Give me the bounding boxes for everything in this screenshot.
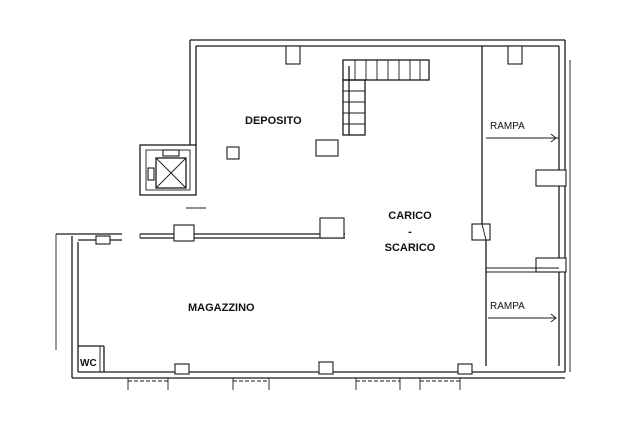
wc-room <box>78 345 105 372</box>
outer-walls <box>55 39 571 379</box>
room-label-magazzino: MAGAZZINO <box>188 302 255 314</box>
windows <box>127 378 461 390</box>
room-label-dash: - <box>408 226 412 238</box>
interior-partition <box>139 207 345 239</box>
room-label-carico: CARICO <box>388 210 432 222</box>
room-label-wc: WC <box>80 358 97 369</box>
elevator-shaft <box>139 144 197 196</box>
ramp-arrow-upper <box>488 133 557 143</box>
pillars <box>95 45 567 375</box>
staircase <box>342 59 430 136</box>
ramp-label-lower: RAMPA <box>490 301 525 312</box>
room-label-deposito: DEPOSITO <box>245 115 302 127</box>
ramp-arrow-lower <box>488 313 557 323</box>
room-label-scarico: SCARICO <box>385 242 436 254</box>
ramp-label-upper: RAMPA <box>490 121 525 132</box>
